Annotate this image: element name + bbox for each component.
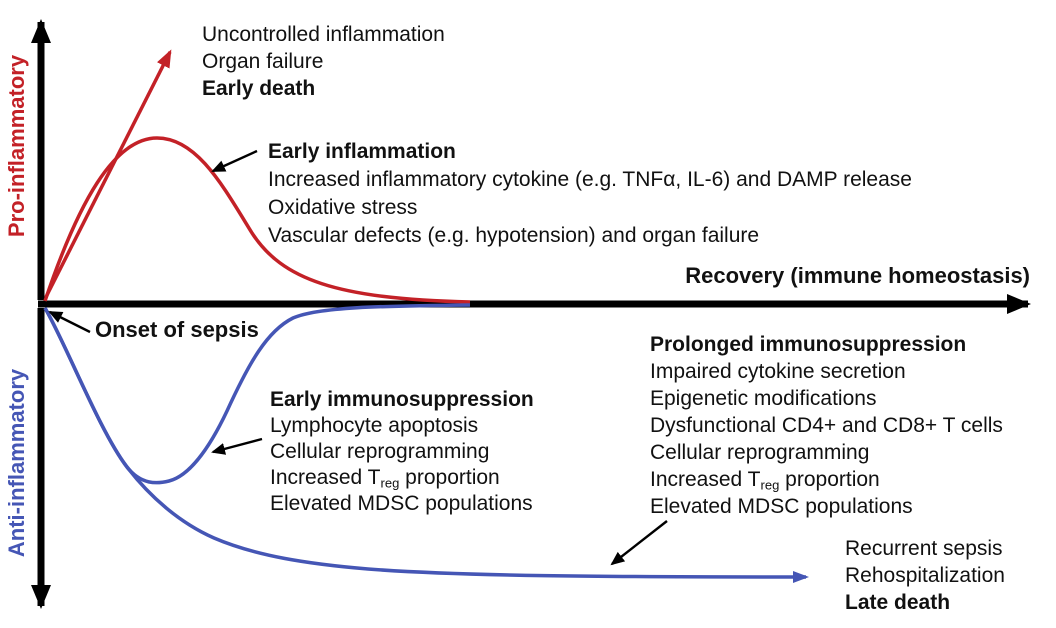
prolonged-immunosuppression-line: Impaired cytokine secretion [650,360,906,383]
early-inflammation-line: Vascular defects (e.g. hypotension) and … [268,224,760,247]
onset-of-sepsis-label: Onset of sepsis [95,317,259,342]
early-immunosuppression-block: Early immunosuppression Lymphocyte apopt… [270,387,534,517]
late-death-line: Recurrent sepsis [845,537,1003,560]
prolonged-immunosuppression-line: Epigenetic modifications [650,387,877,410]
early-immunosuppression-title: Early immunosuppression [270,388,534,411]
early-inflammation-title: Early inflammation [268,140,456,163]
prolonged-immunosuppression-line-treg: Increased Treg proportion [650,466,1003,493]
treg-subscript: reg [380,475,400,491]
y-axis-label-anti-inflammatory: Anti-inflammatory [4,368,29,558]
early-death-line: Uncontrolled inflammation [202,23,445,46]
early-death-block: Uncontrolled inflammation Organ failure … [202,21,445,102]
early-immunosuppression-line: Lymphocyte apoptosis [270,414,479,437]
early-inflammation-line: Increased inflammatory cytokine (e.g. TN… [268,168,912,191]
prolonged-immunosuppression-line: Cellular reprogramming [650,441,870,464]
prolonged-immunosuppression-curve [43,307,809,583]
treg-prefix: Increased T [270,466,381,489]
onset-of-sepsis-pointer-arrow [48,310,91,334]
early-immunosuppression-line-treg: Increased Treg proportion [270,465,534,491]
late-death-line: Rehospitalization [845,564,1005,587]
late-death-label: Late death [845,591,951,614]
early-inflammation-curve [43,136,471,304]
treg-suffix: proportion [779,468,880,491]
early-death-line: Organ failure [202,50,324,73]
prolonged-immunosuppression-line: Elevated MDSC populations [650,495,913,518]
prolonged-immunosuppression-line: Dysfunctional CD4+ and CD8+ T cells [650,414,1003,437]
early-death-label: Early death [202,77,316,100]
early-immunosuppression-line: Elevated MDSC populations [270,492,533,515]
early-inflammation-block: Early inflammation Increased inflammator… [268,138,912,250]
prolonged-immunosuppression-block: Prolonged immunosuppression Impaired cyt… [650,331,1003,520]
y-axis-label-pro-inflammatory: Pro-inflammatory [4,54,29,238]
prolonged-immunosuppression-title: Prolonged immunosuppression [650,333,967,356]
treg-prefix: Increased T [650,468,761,491]
early-inflammation-pointer-arrow [211,149,258,173]
late-death-block: Recurrent sepsis Rehospitalization Late … [845,535,1005,616]
x-axis-label-recovery: Recovery (immune homeostasis) [685,263,1030,288]
treg-subscript: reg [760,477,780,493]
treg-suffix: proportion [399,466,500,489]
early-immunosuppression-pointer-arrow [211,437,263,455]
prolonged-immunosuppression-pointer-arrow [610,520,668,566]
early-inflammation-line: Oxidative stress [268,196,418,219]
early-immunosuppression-line: Cellular reprogramming [270,440,490,463]
uncontrolled-inflammation-arrow [44,49,172,298]
